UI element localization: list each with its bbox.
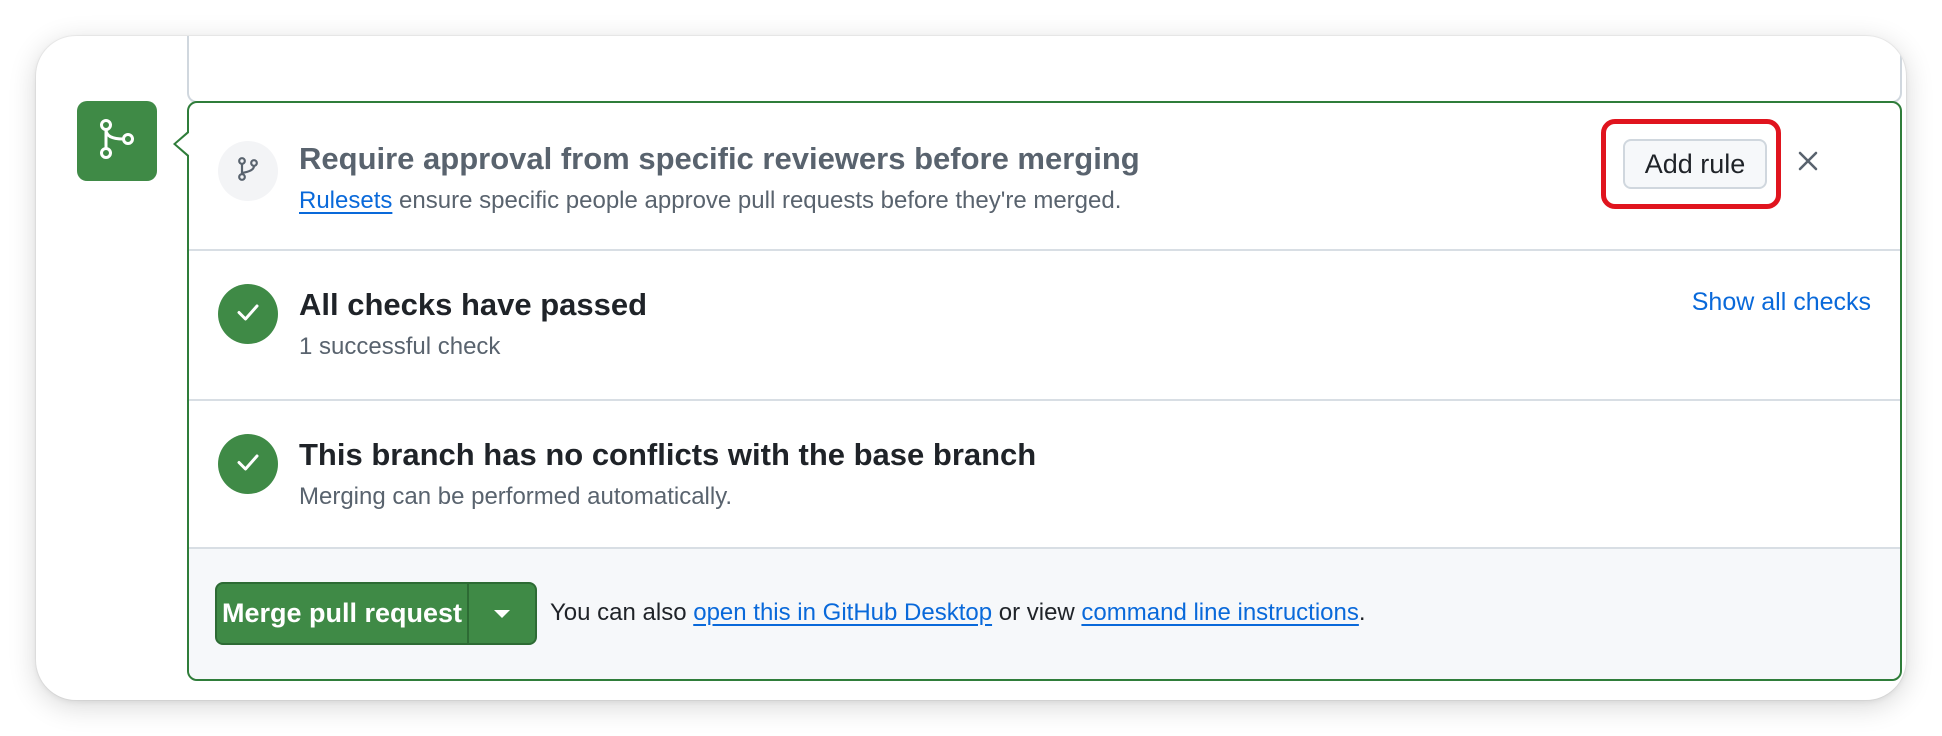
git-merge-icon: [95, 117, 139, 166]
merge-box-pointer-fill: [176, 132, 190, 156]
conflicts-title: This branch has no conflicts with the ba…: [299, 437, 1037, 472]
checks-status-icon: [218, 284, 278, 344]
approval-icon-circle: [218, 141, 278, 201]
approval-description: Rulesets ensure specific people approve …: [299, 187, 1121, 215]
rulesets-link[interactable]: Rulesets: [299, 187, 393, 214]
approval-description-text: ensure specific people approve pull requ…: [392, 187, 1122, 214]
github-desktop-link[interactable]: open this in GitHub Desktop: [693, 599, 993, 626]
merge-method-dropdown-button[interactable]: [469, 584, 535, 643]
merge-status-badge: [77, 101, 157, 181]
merge-button-group: Merge pull request: [215, 582, 537, 645]
text-middle: or view: [992, 599, 1082, 626]
screenshot-card: Require approval from specific reviewers…: [36, 36, 1906, 700]
triangle-down-icon: [494, 609, 510, 618]
close-icon: [1797, 150, 1819, 177]
approval-title: Require approval from specific reviewers…: [299, 141, 1140, 176]
merge-actions-section: Merge pull request You can also open thi…: [189, 549, 1900, 679]
git-branch-icon: [234, 155, 262, 188]
dismiss-button[interactable]: [1792, 147, 1824, 179]
add-rule-button[interactable]: Add rule: [1623, 139, 1767, 189]
merge-box: Require approval from specific reviewers…: [187, 101, 1902, 681]
command-line-instructions-link[interactable]: command line instructions: [1081, 599, 1359, 626]
merge-alternatives-text: You can also open this in GitHub Desktop…: [550, 599, 1366, 627]
conflicts-status-icon: [218, 434, 278, 494]
text-before: You can also: [550, 599, 694, 626]
check-icon: [235, 299, 261, 330]
text-end: .: [1358, 599, 1366, 626]
check-icon: [235, 449, 261, 480]
checks-subtitle: 1 successful check: [299, 333, 501, 360]
conflicts-subtitle: Merging can be performed automatically.: [299, 483, 733, 510]
merge-pull-request-button[interactable]: Merge pull request: [217, 584, 469, 643]
conflicts-section: This branch has no conflicts with the ba…: [189, 401, 1900, 549]
checks-section: All checks have passed 1 successful chec…: [189, 251, 1900, 401]
add-rule-highlight: [1601, 119, 1781, 209]
approval-rule-section: Require approval from specific reviewers…: [189, 103, 1900, 251]
show-all-checks-link[interactable]: Show all checks: [1691, 288, 1871, 316]
previous-timeline-box: [187, 36, 1902, 103]
checks-title: All checks have passed: [299, 287, 648, 322]
